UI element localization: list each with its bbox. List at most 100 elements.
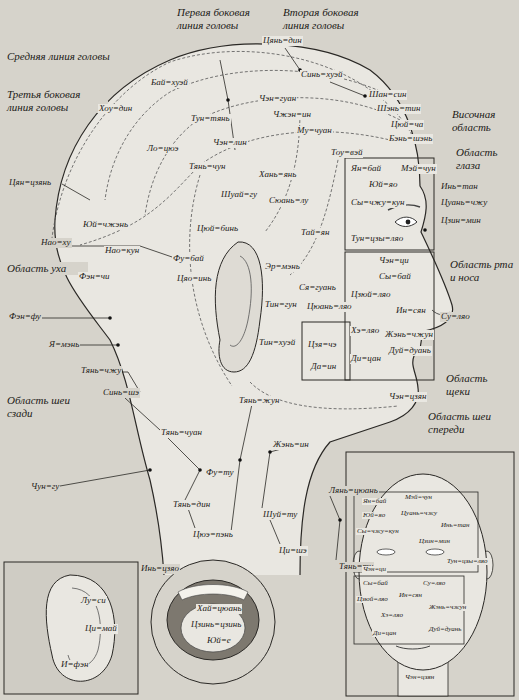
- leader-line: [220, 48, 365, 150]
- point-label: Ян=бай: [350, 164, 382, 174]
- point-label: Я=мэнь: [48, 340, 80, 350]
- point-label: Фу=ту: [205, 468, 235, 478]
- point-label: Тун=цзы=ляо: [446, 558, 489, 565]
- point-label: Цюй=ча: [390, 120, 424, 130]
- point-label: Инь=тан: [440, 182, 479, 192]
- point-label: Чжэн=ин: [272, 110, 312, 120]
- point-label: Нао=ху: [40, 238, 72, 248]
- point-label: Чэн=ци: [362, 566, 387, 573]
- point-label: Юй=чжэнь: [82, 220, 129, 230]
- point-label: Шан=син: [368, 90, 407, 100]
- point-label: Ди=цан: [372, 630, 397, 637]
- middle-line: [52, 51, 412, 238]
- point-label: Су=ляо: [440, 312, 471, 322]
- region-label: Область щеки: [445, 372, 515, 397]
- point-label: Бай=хуэй: [150, 78, 189, 88]
- point-label: Тун=цзы=ляо: [350, 234, 404, 244]
- point-dot: [226, 98, 230, 102]
- point-dot: [108, 316, 112, 320]
- point-label: Сы=чжу=кун: [356, 528, 400, 535]
- pupil: [406, 220, 411, 225]
- face-inset-eye: [377, 549, 395, 555]
- region-label: Средняя линия головы: [6, 50, 128, 63]
- point-label: Жэнь=чжун: [384, 330, 434, 340]
- point-label: И=фэн: [60, 660, 89, 670]
- point-dot: [423, 228, 427, 232]
- point-label: Цян=цзянь: [8, 178, 52, 188]
- point-label: Синь=хуэй: [300, 70, 343, 80]
- point-label: Дуй=дуань: [428, 626, 463, 633]
- point-label: Жэнь=чжун: [428, 604, 467, 611]
- region-label: Область уха: [6, 262, 88, 275]
- point-label: Сы=бай: [378, 272, 412, 282]
- point-label: Хэ=ляо: [380, 612, 404, 619]
- point-label: Жэнь=ин: [272, 440, 310, 450]
- point-label: Ся=гуань: [298, 283, 337, 293]
- point-label: Чун=гу: [30, 482, 60, 492]
- point-label: Сюань=лу: [268, 196, 309, 206]
- tongue: [181, 604, 245, 652]
- point-label: Бэнь=шэнь: [388, 134, 433, 144]
- region-label: Вторая боковая линия головы: [282, 6, 380, 31]
- region-label: Область рта и носа: [449, 258, 515, 283]
- region-label: Височная область: [451, 108, 515, 133]
- point-label: Чэн=лин: [212, 138, 248, 148]
- point-dot: [363, 94, 367, 98]
- point-label: Инь=цзяо: [140, 564, 180, 574]
- point-label: Тоу=вэй: [330, 148, 363, 158]
- point-label: Тай=ян: [300, 228, 330, 238]
- temple-line: [290, 150, 340, 275]
- point-label: Тянь=чжу: [80, 366, 122, 376]
- point-dot: [148, 468, 152, 472]
- third-side-line: [80, 132, 398, 245]
- first-side-line: [105, 70, 398, 200]
- face-inset-eye: [426, 549, 444, 555]
- point-label: Лянь=цюань: [328, 486, 379, 496]
- point-dot: [268, 450, 272, 454]
- nose-mouth-box: [345, 252, 434, 380]
- point-label: Фу=бай: [172, 254, 205, 264]
- point-label: Юй=е: [206, 636, 232, 646]
- point-label: Тянь=чун: [188, 162, 226, 172]
- point-label: Цзинь=цзинь: [190, 620, 242, 630]
- point-dot: [116, 343, 120, 347]
- point-label: Юй=яо: [368, 180, 399, 190]
- point-label: Цуань=чжу: [440, 198, 488, 208]
- leader-line: [30, 184, 175, 318]
- point-label: Цзя=чэ: [307, 340, 338, 350]
- region-label: Первая боковая линия головы: [176, 6, 274, 31]
- point-label: Сы=бай: [362, 580, 389, 587]
- mouth-inset-frame: [151, 560, 275, 684]
- point-label: Да=ин: [310, 362, 337, 372]
- point-label: Цзюй=ляо: [350, 290, 392, 300]
- point-label: Ин=сян: [398, 592, 423, 599]
- point-label: Хай=цюань: [196, 604, 242, 614]
- mouth-opening: [167, 580, 259, 660]
- point-label: Хань=янь: [258, 170, 297, 180]
- point-label: Тин=хуэй: [258, 338, 296, 348]
- point-dot: [198, 468, 202, 472]
- point-label: Хоу=дин: [98, 104, 133, 114]
- face-inset-mouth: [396, 646, 430, 649]
- point-label: Цзин=мин: [440, 216, 482, 226]
- region-label: Область глаза: [455, 146, 515, 171]
- point-label: Ци=май: [84, 624, 118, 634]
- point-label: Ди=цан: [350, 354, 382, 364]
- point-label: Сы=чжу=кун: [350, 198, 406, 208]
- point-label: Чэн=цзян: [404, 674, 435, 681]
- eye: [395, 217, 417, 226]
- point-label: Юй=яо: [362, 512, 386, 519]
- point-label: Цзюй=ляо: [356, 596, 389, 603]
- point-label: Синь=шэ: [102, 388, 140, 398]
- point-label: Цяо=инь: [176, 274, 212, 284]
- leader-line: [60, 444, 340, 560]
- point-label: Тянь=чуан: [160, 428, 203, 438]
- point-label: Ин=сян: [395, 306, 427, 316]
- point-label: Шэнь=тин: [376, 104, 421, 114]
- point-label: Тин=гун: [264, 300, 298, 310]
- ear-outline: [215, 242, 262, 372]
- cheek-box: [302, 322, 350, 380]
- point-label: Фэн=фу: [8, 312, 42, 322]
- region-label: Третья боковая линия головы: [6, 88, 108, 113]
